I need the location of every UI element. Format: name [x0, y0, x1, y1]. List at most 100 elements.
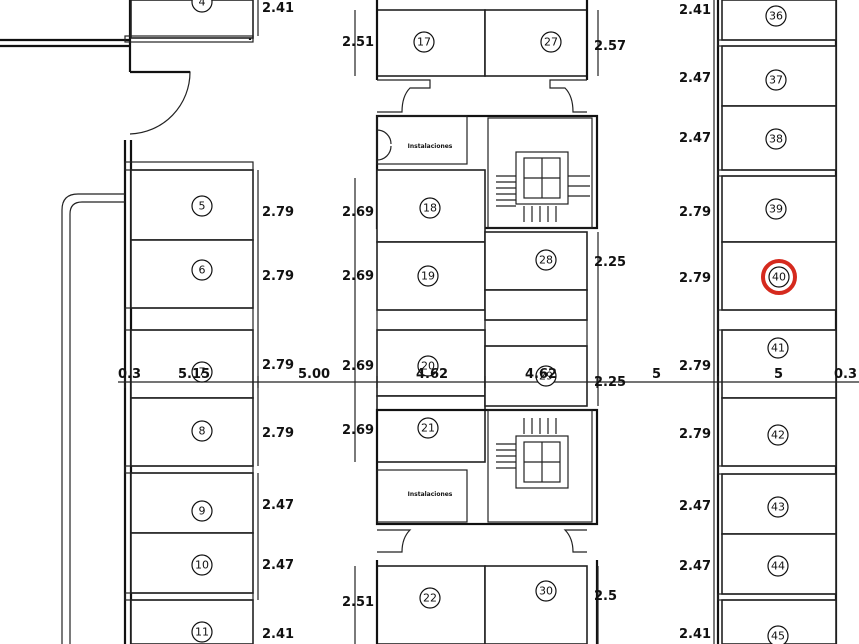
parking-spot[interactable] — [484, 289, 588, 321]
spot-number-38[interactable]: 38 — [765, 128, 787, 150]
spot-number-text: 30 — [539, 585, 553, 598]
spot-number-circle — [417, 417, 439, 439]
parking-spot[interactable] — [484, 565, 588, 644]
spot-number-5[interactable]: 5 — [191, 195, 213, 217]
spot-number-circle — [767, 424, 789, 446]
spot-number-text: 27 — [544, 36, 558, 49]
spot-number-circle — [191, 420, 213, 442]
dimension-label: 2.79 — [262, 426, 294, 441]
spot-number-text: 45 — [771, 630, 785, 643]
dimension-label: 2.69 — [342, 205, 374, 220]
spot-number-text: 37 — [769, 74, 783, 87]
spot-number-20[interactable]: 20 — [417, 355, 439, 377]
spot-number-text: 40 — [772, 271, 786, 284]
spot-labels: 4567891011171819202122272829303637383940… — [191, 0, 790, 644]
spot-number-37[interactable]: 37 — [765, 69, 787, 91]
spot-number-text: 38 — [769, 133, 783, 146]
spot-number-10[interactable]: 10 — [191, 554, 213, 576]
spot-number-11[interactable]: 11 — [191, 621, 213, 643]
dimension-label: 2.47 — [679, 71, 711, 86]
spot-number-text: 42 — [771, 429, 785, 442]
spot-number-45[interactable]: 45 — [767, 625, 789, 644]
parking-spot[interactable] — [484, 9, 588, 77]
spot-number-text: 10 — [195, 559, 209, 572]
spot-number-text: 4 — [199, 0, 206, 9]
spot-number-text: 9 — [199, 505, 206, 518]
highlight-ring — [761, 259, 797, 295]
dimension-label: 2.69 — [342, 269, 374, 284]
spot-number-4[interactable]: 4 — [191, 0, 213, 13]
spot-number-text: 36 — [769, 10, 783, 23]
spot-number-text: 5 — [199, 200, 206, 213]
dimension-label: 2.79 — [679, 427, 711, 442]
spot-number-18[interactable]: 18 — [419, 197, 441, 219]
spot-number-text: 28 — [539, 254, 553, 267]
dimension-label: 2.79 — [262, 358, 294, 373]
parking-spot[interactable] — [130, 329, 254, 399]
dimension-label: 5.00 — [298, 367, 330, 382]
dimension-label: 0.3 — [118, 367, 141, 382]
spot-number-22[interactable]: 22 — [419, 587, 441, 609]
dimension-label: 2.41 — [679, 627, 711, 642]
dimension-label: 0.3 — [834, 367, 857, 382]
parking-spot[interactable] — [130, 0, 254, 39]
spot-number-42[interactable]: 42 — [767, 424, 789, 446]
spot-number-43[interactable]: 43 — [767, 496, 789, 518]
spot-number-text: 21 — [421, 422, 435, 435]
spot-number-39[interactable]: 39 — [765, 198, 787, 220]
dimension-label: 2.69 — [342, 423, 374, 438]
spot-number-text: 29 — [539, 370, 553, 383]
spot-number-circle — [413, 31, 435, 53]
spot-number-36[interactable]: 36 — [765, 5, 787, 27]
spot-number-9[interactable]: 9 — [191, 500, 213, 522]
spot-number-text: 20 — [421, 360, 435, 373]
right-wing — [716, 0, 838, 644]
spot-number-text: 41 — [771, 342, 785, 355]
spot-number-text: 17 — [417, 36, 431, 49]
dimension-label: 2.41 — [679, 3, 711, 18]
spot-number-6[interactable]: 6 — [191, 259, 213, 281]
dimension-label: 2.79 — [679, 271, 711, 286]
parking-spot[interactable] — [130, 239, 254, 309]
middle-block: Instalaciones — [375, 0, 599, 644]
spot-number-7[interactable]: 7 — [191, 361, 213, 383]
dimension-label: 2.41 — [262, 1, 294, 16]
spot-number-text: 43 — [771, 501, 785, 514]
dimension-label: 2.69 — [342, 359, 374, 374]
dimension-label: 4.62 — [525, 367, 557, 382]
spot-number-17[interactable]: 17 — [413, 31, 435, 53]
dimension-label: 2.25 — [594, 255, 626, 270]
spot-number-circle — [765, 128, 787, 150]
spot-number-circle — [535, 249, 557, 271]
spot-number-41[interactable]: 41 — [767, 337, 789, 359]
dimension-label: 5 — [652, 367, 661, 382]
horizontal-dimension-line — [118, 376, 859, 388]
dimension-label: 5.15 — [178, 367, 210, 382]
spot-number-circle — [765, 5, 787, 27]
parking-spot[interactable] — [130, 472, 254, 534]
spot-number-28[interactable]: 28 — [535, 249, 557, 271]
spot-number-circle — [417, 355, 439, 377]
installations-room-bottom-label: Instalaciones — [408, 491, 453, 498]
spot-number-text: 7 — [199, 366, 206, 379]
spot-number-circle — [765, 198, 787, 220]
spot-number-44[interactable]: 44 — [767, 555, 789, 577]
spot-number-circle — [191, 554, 213, 576]
dimension-label: 2.47 — [679, 131, 711, 146]
dimension-label: 2.47 — [262, 558, 294, 573]
spot-number-circle — [535, 580, 557, 602]
spot-number-text: 19 — [421, 270, 435, 283]
spot-number-text: 39 — [769, 203, 783, 216]
spot-number-text: 44 — [771, 560, 785, 573]
parking-spot[interactable] — [130, 599, 254, 644]
spot-number-19[interactable]: 19 — [417, 265, 439, 287]
dimension-label: 2.41 — [262, 627, 294, 642]
spot-number-29[interactable]: 29 — [535, 365, 557, 387]
spot-number-8[interactable]: 8 — [191, 420, 213, 442]
spot-number-27[interactable]: 27 — [540, 31, 562, 53]
spot-number-21[interactable]: 21 — [417, 417, 439, 439]
spot-number-40[interactable]: 40 — [768, 266, 790, 288]
spot-number-30[interactable]: 30 — [535, 580, 557, 602]
spot-number-circle — [540, 31, 562, 53]
dimension-label: 2.51 — [342, 595, 374, 610]
